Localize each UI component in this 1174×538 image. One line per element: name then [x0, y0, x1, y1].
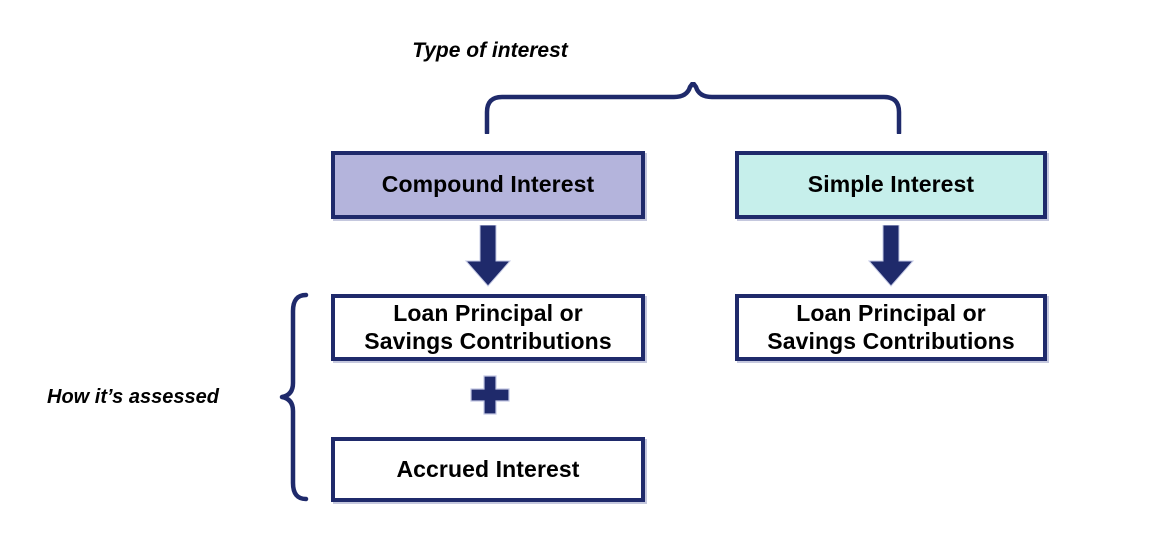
node-loan-principal-savings-right-label: Loan Principal or Savings Contributions [757, 300, 1024, 355]
node-loan-principal-savings-left-label: Loan Principal or Savings Contributions [354, 300, 621, 355]
arrow-down-icon [464, 224, 512, 287]
node-accrued-interest[interactable]: Accrued Interest [331, 437, 645, 502]
principal-right-line-2: Savings Contributions [767, 327, 1015, 354]
how-its-assessed-caption: How it’s assessed [47, 387, 219, 407]
type-of-interest-caption: Type of interest [0, 40, 1174, 61]
how-its-assessed-caption-text: How it’s assessed [47, 386, 219, 408]
node-compound-interest-label: Compound Interest [381, 171, 595, 198]
principal-line-1: Loan Principal or [393, 299, 583, 326]
curly-brace-down-icon [478, 80, 908, 139]
node-simple-interest-label: Simple Interest [807, 171, 975, 198]
node-accrued-interest-label: Accrued Interest [396, 455, 580, 482]
plus-icon [470, 375, 510, 415]
node-compound-interest[interactable]: Compound Interest [331, 151, 645, 219]
curly-brace-right-icon [279, 292, 309, 507]
type-of-interest-caption-text: Type of interest [412, 39, 568, 62]
principal-right-line-1: Loan Principal or [796, 299, 986, 326]
arrow-down-icon [867, 224, 915, 287]
node-loan-principal-savings-left[interactable]: Loan Principal or Savings Contributions [331, 294, 645, 361]
principal-line-2: Savings Contributions [364, 327, 612, 354]
node-simple-interest[interactable]: Simple Interest [735, 151, 1047, 219]
node-loan-principal-savings-right[interactable]: Loan Principal or Savings Contributions [735, 294, 1047, 361]
